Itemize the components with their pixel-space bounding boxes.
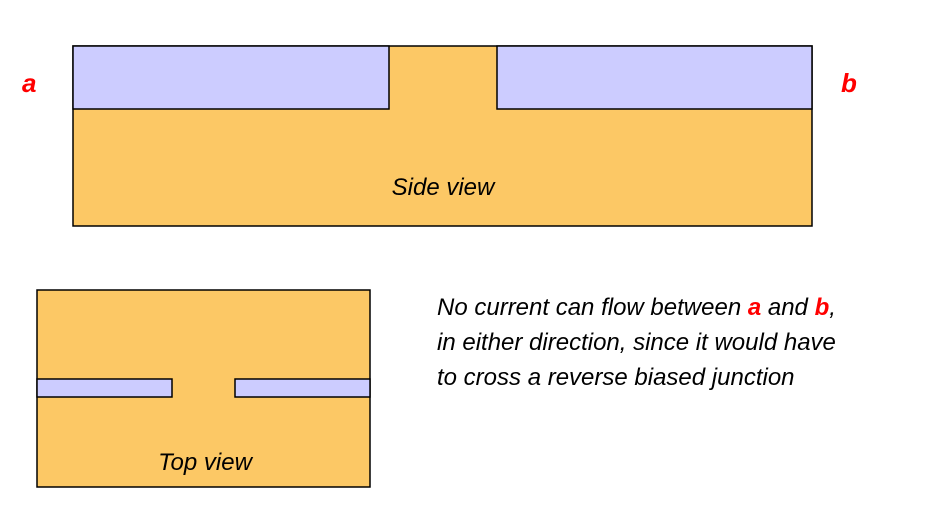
explanation-text: No current can flow between a and b, in … <box>437 290 937 395</box>
top-view-label: Top view <box>158 449 252 476</box>
side-view-left-diffusion <box>72 45 390 110</box>
side-view-right-diffusion <box>496 45 813 110</box>
explanation-terminal-b: b <box>814 294 830 321</box>
side-view-label: Side view <box>391 174 495 201</box>
explanation-line-1-middle: and <box>761 294 815 321</box>
terminal-a-label: a <box>22 68 37 98</box>
explanation-line-1: No current can flow between a and b, <box>437 290 937 325</box>
top-view-left-diffusion <box>36 378 173 398</box>
explanation-terminal-a: a <box>747 294 762 321</box>
top-view-right-diffusion <box>234 378 371 398</box>
side-view <box>72 45 813 227</box>
explanation-line-1-end: , <box>829 294 836 321</box>
terminal-b-label: b <box>841 68 857 98</box>
explanation-line-2: in either direction, since it would have <box>437 329 836 356</box>
top-view <box>36 289 371 488</box>
explanation-line-1-start: No current can flow between <box>437 294 748 321</box>
explanation-line-3: to cross a reverse biased junction <box>437 364 795 391</box>
